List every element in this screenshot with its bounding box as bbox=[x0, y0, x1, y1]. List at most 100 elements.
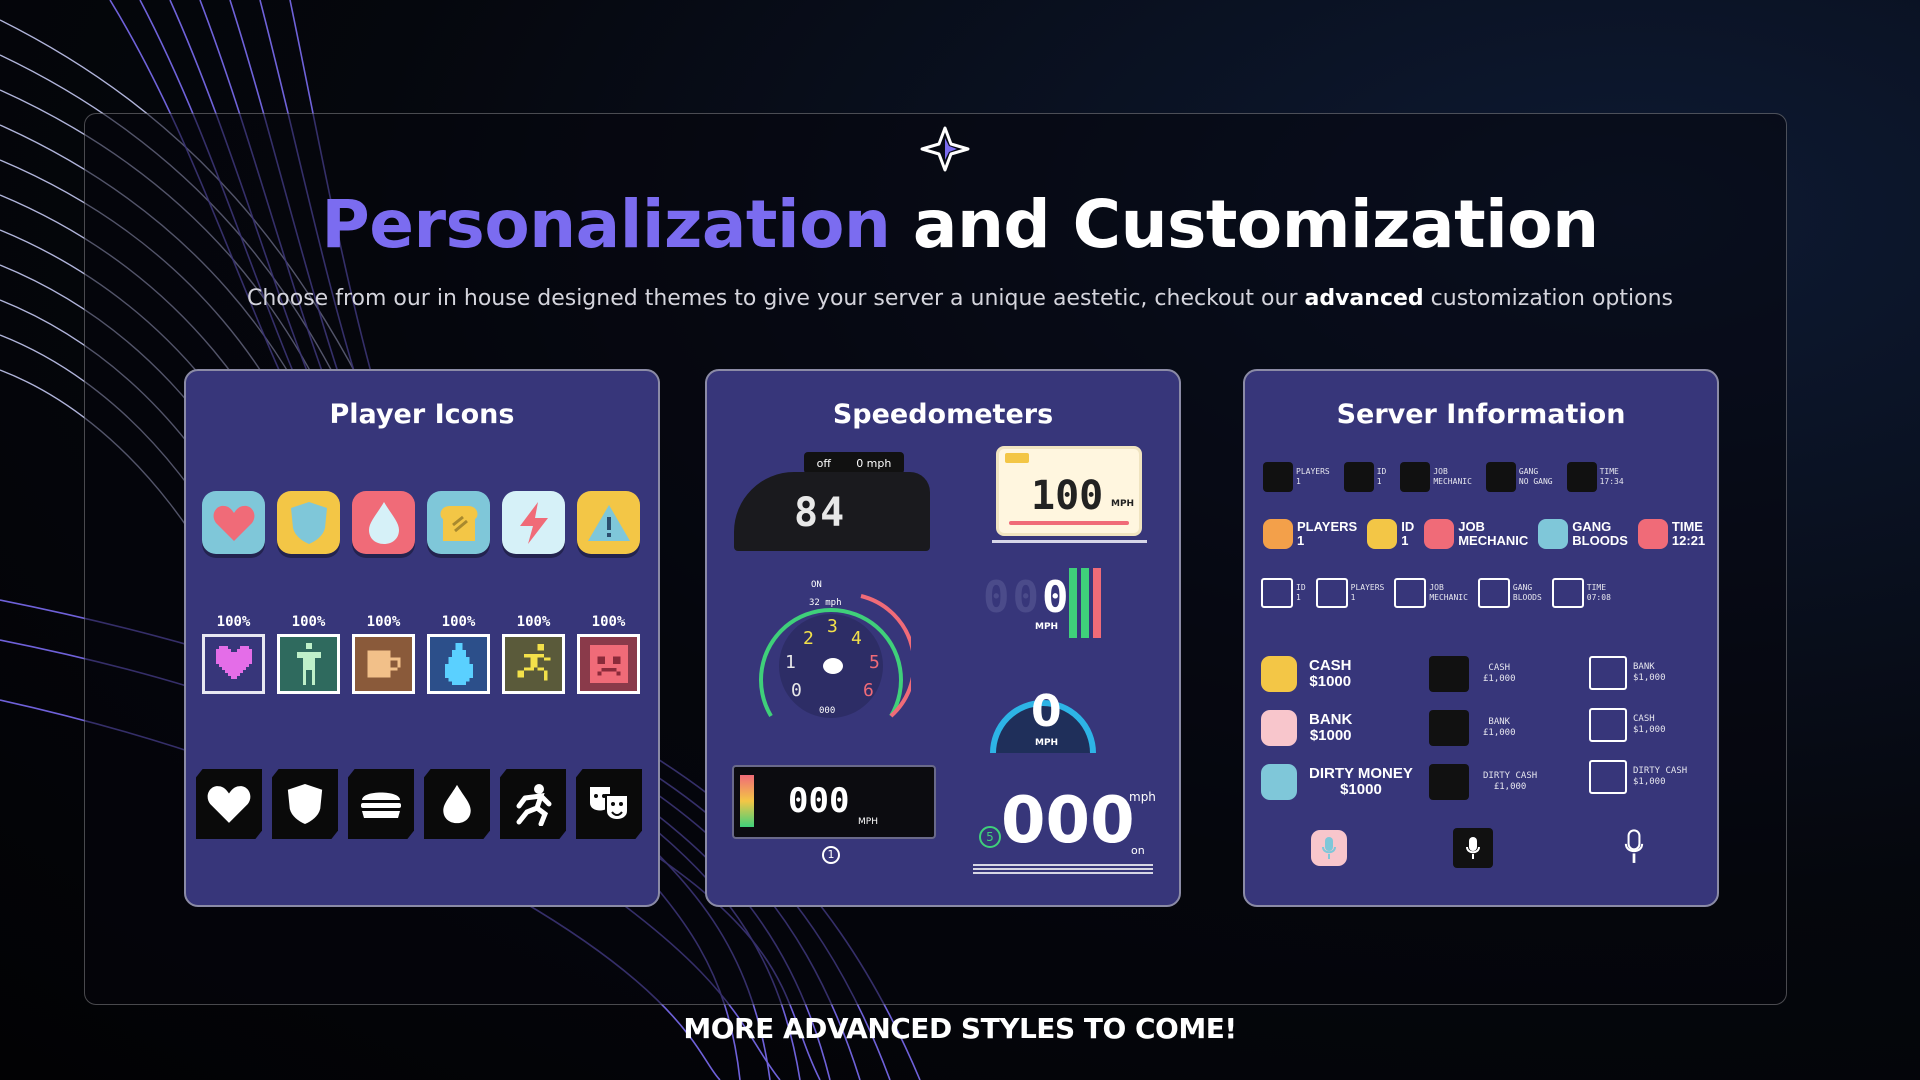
info-key: GANG bbox=[1512, 583, 1533, 593]
dirty-cash-icon bbox=[1589, 760, 1627, 794]
info-value: BLOODS bbox=[1512, 593, 1542, 602]
speedometer-retro-card: 100 MPH bbox=[996, 446, 1142, 536]
info-key: GANG bbox=[1572, 519, 1612, 535]
speedometer-pixel-gauge: ON 32 mph 2 3 4 1 5 0 6 000 bbox=[751, 576, 917, 736]
panel-title-speedometers: Speedometers bbox=[832, 399, 1054, 430]
gauge-sub: 000 bbox=[819, 706, 836, 716]
speedometer-lcd-panel: 000 MPH bbox=[732, 765, 936, 839]
money-key: CASH bbox=[1309, 657, 1352, 675]
info-key: ID bbox=[1296, 583, 1306, 593]
page-subtitle: Choose from our in house designed themes… bbox=[0, 286, 1920, 311]
percent-label: 100% bbox=[591, 614, 626, 630]
speedometer-round-dial: 0 MPH bbox=[983, 668, 1103, 758]
status-off: off bbox=[816, 456, 831, 470]
info-value: 1 bbox=[1376, 477, 1382, 486]
info-key: TIME bbox=[1599, 467, 1619, 477]
info-value: 1 bbox=[1401, 533, 1409, 548]
pixel-running-icon bbox=[502, 634, 565, 694]
briefcase-icon bbox=[1394, 578, 1427, 608]
money-key: CASH bbox=[1488, 663, 1511, 674]
dial-speed: 0 bbox=[1031, 686, 1062, 737]
info-value: NO GANG bbox=[1518, 477, 1553, 486]
money-item: CASH$1000 bbox=[1261, 656, 1413, 692]
burger-icon bbox=[348, 769, 414, 839]
bank-icon bbox=[1261, 710, 1297, 746]
info-value: 1 bbox=[1297, 533, 1305, 548]
lcd-speed: 000 bbox=[788, 781, 850, 821]
gauge-on: ON bbox=[811, 580, 822, 590]
money-item: DIRTY CASH£1,000 bbox=[1429, 764, 1537, 800]
info-key: PLAYERS bbox=[1296, 467, 1330, 477]
dirty-money-icon bbox=[1261, 764, 1297, 800]
clock-icon bbox=[1637, 519, 1668, 549]
gang-icon bbox=[1485, 462, 1516, 492]
money-value: $1000 bbox=[1309, 727, 1352, 744]
player-icons-panel: Player Icons 100% 100% 100% 100% 100% 10… bbox=[184, 369, 660, 907]
info-key: PLAYERS bbox=[1350, 583, 1385, 593]
info-key: ID bbox=[1401, 519, 1415, 535]
info-value: 12:21 bbox=[1671, 533, 1706, 548]
briefcase-icon bbox=[1424, 519, 1455, 549]
info-key: JOB bbox=[1429, 583, 1444, 593]
status-speed: 0 mph bbox=[856, 456, 892, 470]
dial-unit: MPH bbox=[1035, 738, 1059, 748]
money-column-dark: CASH £1,000 BANK£1,000 DIRTY CASH£1,000 bbox=[1429, 656, 1537, 800]
money-value: $1000 bbox=[1309, 673, 1352, 690]
money-item: BANK£1,000 bbox=[1429, 710, 1537, 746]
clock-icon bbox=[1551, 578, 1584, 608]
percent-label: 100% bbox=[291, 614, 326, 630]
info-key: JOB bbox=[1433, 467, 1448, 477]
outline-speed: 000 bbox=[1001, 784, 1135, 858]
pixel-icon-item: 100% bbox=[427, 614, 490, 694]
speedometer-digital-dash: off 0 mph 84 bbox=[734, 452, 930, 551]
lcd-unit: MPH bbox=[858, 817, 878, 827]
outline-unit: mph bbox=[1129, 790, 1156, 804]
person-icon bbox=[1343, 462, 1374, 492]
gauge-numeral-2: 2 bbox=[803, 628, 814, 649]
pixel-person-icon bbox=[277, 634, 340, 694]
brand-star-logo bbox=[920, 126, 970, 172]
money-key: DIRTY CASH bbox=[1633, 766, 1688, 777]
speedometer-segment-display: 000 MPH bbox=[965, 554, 1105, 644]
percent-label: 100% bbox=[366, 614, 401, 630]
pixel-icon-item: 100% bbox=[577, 614, 640, 694]
footer-banner: MORE ADVANCED STYLES TO COME! bbox=[683, 1012, 1237, 1045]
briefcase-icon bbox=[1400, 462, 1431, 492]
percent-label: 100% bbox=[441, 614, 476, 630]
money-value: £1,000 bbox=[1483, 728, 1516, 738]
segment-speed: 000 bbox=[983, 572, 1072, 623]
info-value: 1 bbox=[1296, 477, 1301, 486]
subtitle-text: Choose from our in house designed themes… bbox=[247, 286, 1305, 311]
title-accent: Personalization bbox=[321, 186, 891, 263]
retro-unit: MPH bbox=[1111, 499, 1135, 509]
lcd-gear: 1 bbox=[822, 846, 840, 864]
info-value: 1 bbox=[1296, 593, 1301, 602]
warning-icon bbox=[577, 491, 640, 554]
pixel-icon-item: 100% bbox=[502, 614, 565, 694]
percent-label: 100% bbox=[216, 614, 251, 630]
microphone-icon bbox=[1311, 830, 1347, 866]
money-key: CASH bbox=[1633, 714, 1655, 725]
water-drop-icon bbox=[424, 769, 490, 839]
dirty-cash-icon bbox=[1429, 764, 1469, 800]
info-key: PLAYERS bbox=[1297, 519, 1358, 535]
info-value: MECHANIC bbox=[1433, 477, 1472, 486]
water-drop-icon bbox=[352, 491, 415, 554]
pixel-icon-item: 100% bbox=[352, 614, 415, 694]
speedometers-panel: Speedometers off 0 mph 84 100 MPH ON 32 … bbox=[705, 369, 1181, 907]
gauge-numeral-1: 1 bbox=[785, 652, 796, 673]
segment-unit: MPH bbox=[1035, 622, 1059, 632]
panel-title-player-icons: Player Icons bbox=[329, 399, 515, 430]
pixel-icon-row: 100% 100% 100% 100% 100% 100% bbox=[202, 614, 640, 694]
cash-note-icon bbox=[1429, 656, 1469, 692]
money-item: BANK$1000 bbox=[1261, 710, 1413, 746]
retro-bar-line bbox=[992, 540, 1147, 543]
